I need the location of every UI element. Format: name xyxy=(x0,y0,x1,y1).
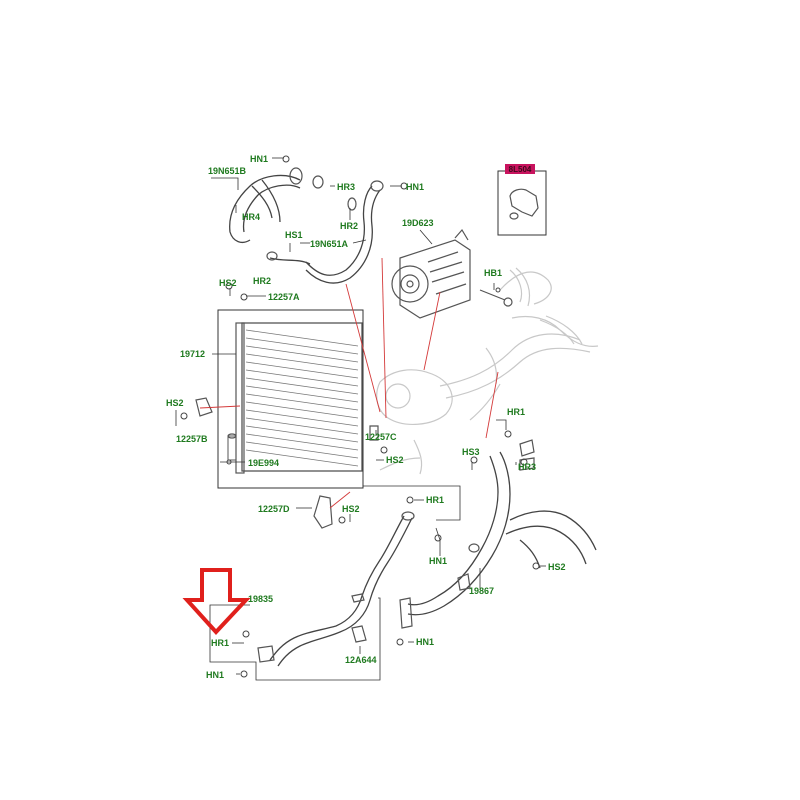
label-hs2-low: HS2 xyxy=(342,504,360,514)
label-12a644: 12A644 xyxy=(345,655,377,665)
label-12257b: 12257B xyxy=(176,434,208,444)
label-hr1-mid: HR1 xyxy=(426,495,444,505)
label-hn1-mid: HN1 xyxy=(429,556,447,566)
hose-assembly-19867 xyxy=(399,439,597,629)
label-hr1-right: HR1 xyxy=(507,407,525,417)
hose-assembly-19835 xyxy=(257,511,415,667)
callout-lines xyxy=(199,257,499,509)
label-19867: 19867 xyxy=(469,586,494,596)
label-hr3-top: HR3 xyxy=(337,182,355,192)
label-hr2-top: HR2 xyxy=(340,221,358,231)
part-number-badge-text: 8L504 xyxy=(509,165,532,174)
label-hn1-top: HN1 xyxy=(250,154,268,164)
right-upper-hose xyxy=(509,267,583,345)
label-19n651b: 19N651B xyxy=(208,166,247,176)
part-labels: HN1 19N651B HR3 HN1 HR4 HR2 HS1 19N651A … xyxy=(166,154,566,680)
label-hr1-low: HR1 xyxy=(211,638,229,648)
label-hb1: HB1 xyxy=(484,268,502,278)
label-hr4: HR4 xyxy=(242,212,260,222)
part-number-badge xyxy=(505,164,535,174)
upper-hose-assembly xyxy=(229,167,384,284)
label-12257a: 12257A xyxy=(268,292,300,302)
label-19d623: 19D623 xyxy=(402,218,434,228)
red-down-arrow xyxy=(182,568,251,635)
label-hs2-right: HS2 xyxy=(548,562,566,572)
label-hr2-mid: HR2 xyxy=(253,276,271,286)
label-19712: 19712 xyxy=(180,349,205,359)
label-hn1-low: HN1 xyxy=(416,637,434,647)
part-8l504-box: 8L504 xyxy=(497,164,547,236)
condenser-19712 xyxy=(195,309,379,529)
label-hr3-right: HR3 xyxy=(518,462,536,472)
label-hs2-left: HS2 xyxy=(166,398,184,408)
label-hn1-top2: HN1 xyxy=(406,182,424,192)
label-19e994: 19E994 xyxy=(248,458,279,468)
label-hs3: HS3 xyxy=(462,447,480,457)
label-19n651a: 19N651A xyxy=(310,239,349,249)
fasteners xyxy=(180,155,540,678)
label-hs2-mid: HS2 xyxy=(386,455,404,465)
label-12257d: 12257D xyxy=(258,504,290,514)
label-12257c: 12257C xyxy=(365,432,397,442)
label-hs2-a: HS2 xyxy=(219,278,237,288)
label-hn1-bottom: HN1 xyxy=(206,670,224,680)
compressor-19d623 xyxy=(391,228,513,319)
label-19835: 19835 xyxy=(248,594,273,604)
label-hs1: HS1 xyxy=(285,230,303,240)
